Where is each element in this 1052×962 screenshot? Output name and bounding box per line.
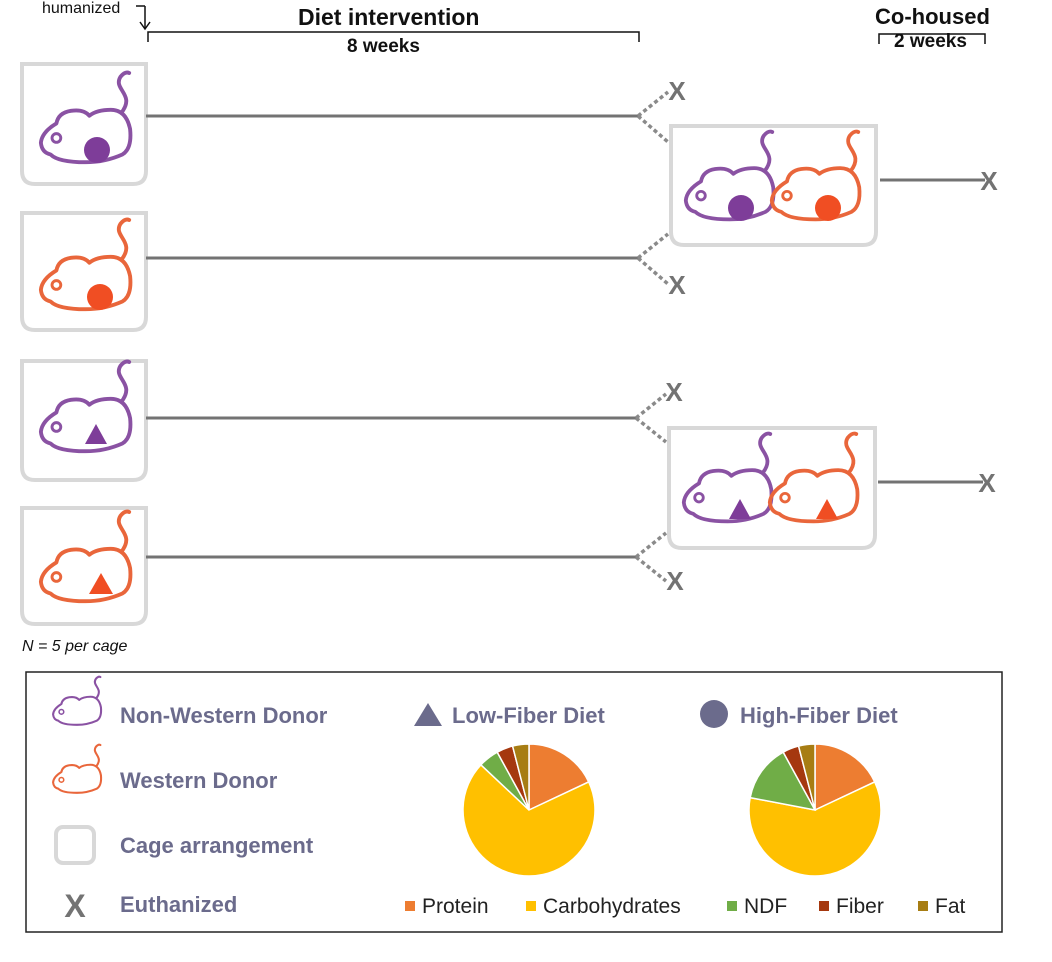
euthanized-mark: X bbox=[666, 566, 684, 596]
high-fiber-circle-icon bbox=[815, 195, 841, 221]
swatch-fiber bbox=[819, 901, 829, 911]
pie-slice-protein bbox=[528, 743, 590, 812]
euthanized-mark: X bbox=[665, 377, 683, 407]
pie-legend-protein: Protein bbox=[422, 895, 489, 918]
high-fiber-circle-icon bbox=[728, 195, 754, 221]
swatch-ndf bbox=[727, 901, 737, 911]
legend-western-label: Western Donor bbox=[120, 768, 278, 793]
legend-cage-label: Cage arrangement bbox=[120, 833, 314, 858]
low-fiber-triangle-icon bbox=[729, 499, 751, 519]
single-cages bbox=[20, 62, 148, 626]
pie-legend-fat: Fat bbox=[935, 895, 966, 918]
legend-high-fiber-label: High-Fiber Diet bbox=[740, 703, 898, 728]
legend-triangle-icon bbox=[414, 703, 442, 726]
swatch-fat bbox=[918, 901, 928, 911]
high-fiber-circle-icon bbox=[84, 137, 110, 163]
mouse-non-western-icon bbox=[38, 359, 133, 454]
pie-slice-fat bbox=[511, 743, 530, 811]
timeline-lines bbox=[146, 114, 985, 559]
mouse-western-icon bbox=[38, 217, 133, 312]
pie-slice-ndf bbox=[749, 751, 817, 812]
euthanized-mark: X bbox=[980, 166, 998, 196]
euthanized-mark: X bbox=[668, 76, 686, 106]
cage-4 bbox=[20, 506, 148, 626]
low-fiber-triangle-icon bbox=[816, 499, 838, 519]
mouse-western-icon bbox=[767, 431, 860, 524]
mouse-western-icon bbox=[38, 509, 133, 604]
diet-intervention-title: Diet intervention bbox=[298, 4, 480, 30]
cohoused-title: Co-housed bbox=[875, 4, 990, 29]
high-fiber-circle-icon bbox=[87, 284, 113, 310]
cohoused-cage-high-fiber bbox=[669, 124, 878, 247]
legend-x-icon: X bbox=[64, 888, 86, 924]
sample-size-note: N = 5 per cage bbox=[22, 638, 128, 655]
legend-circle-icon bbox=[700, 700, 728, 728]
pie-slice-carbohydrates bbox=[748, 780, 882, 877]
legend-low-fiber-label: Low-Fiber Diet bbox=[452, 703, 605, 728]
euthanized-mark: X bbox=[668, 270, 686, 300]
diet-bracket bbox=[147, 31, 640, 42]
diet-duration-label: 8 weeks bbox=[347, 36, 420, 57]
pie-high-fiber bbox=[748, 743, 882, 877]
pie-low-fiber bbox=[462, 743, 596, 877]
pie-slice-carbohydrates bbox=[462, 763, 596, 877]
cohoused-bracket bbox=[878, 33, 986, 44]
branch-lines bbox=[634, 90, 670, 583]
mouse-non-western-icon bbox=[681, 431, 774, 524]
cage-2 bbox=[20, 211, 148, 332]
low-fiber-triangle-icon bbox=[85, 424, 107, 444]
cohoused-cage-low-fiber bbox=[667, 426, 877, 550]
legend-non-western-label: Non-Western Donor bbox=[120, 703, 328, 728]
pie-slice-fat bbox=[797, 743, 816, 811]
pie-legend-fiber: Fiber bbox=[836, 895, 884, 918]
pie-legend-carbohydrates: Carbohydrates bbox=[543, 895, 681, 918]
cohoused-duration-label: 2 weeks bbox=[894, 31, 967, 52]
legend-mouse-western-icon bbox=[52, 743, 103, 794]
low-fiber-triangle-icon bbox=[89, 573, 113, 594]
euthanized-mark: X bbox=[978, 468, 996, 498]
humanized-arrow bbox=[136, 5, 151, 31]
swatch-carbohydrates bbox=[526, 901, 536, 911]
euthanized-marks: X X X X X X bbox=[665, 76, 998, 596]
swatch-protein bbox=[405, 901, 415, 911]
cohoused-cages bbox=[667, 124, 878, 550]
legend-mouse-non-western-icon bbox=[52, 675, 103, 726]
cage-3 bbox=[20, 359, 148, 482]
pie-slice-protein bbox=[814, 743, 876, 812]
legend-box bbox=[25, 671, 1003, 933]
legend-cage-icon bbox=[54, 825, 96, 865]
humanized-label: humanized bbox=[42, 0, 121, 17]
legend-euthanized-label: Euthanized bbox=[120, 892, 238, 917]
cage-1 bbox=[20, 62, 148, 186]
pie-legend-ndf: NDF bbox=[744, 895, 788, 918]
